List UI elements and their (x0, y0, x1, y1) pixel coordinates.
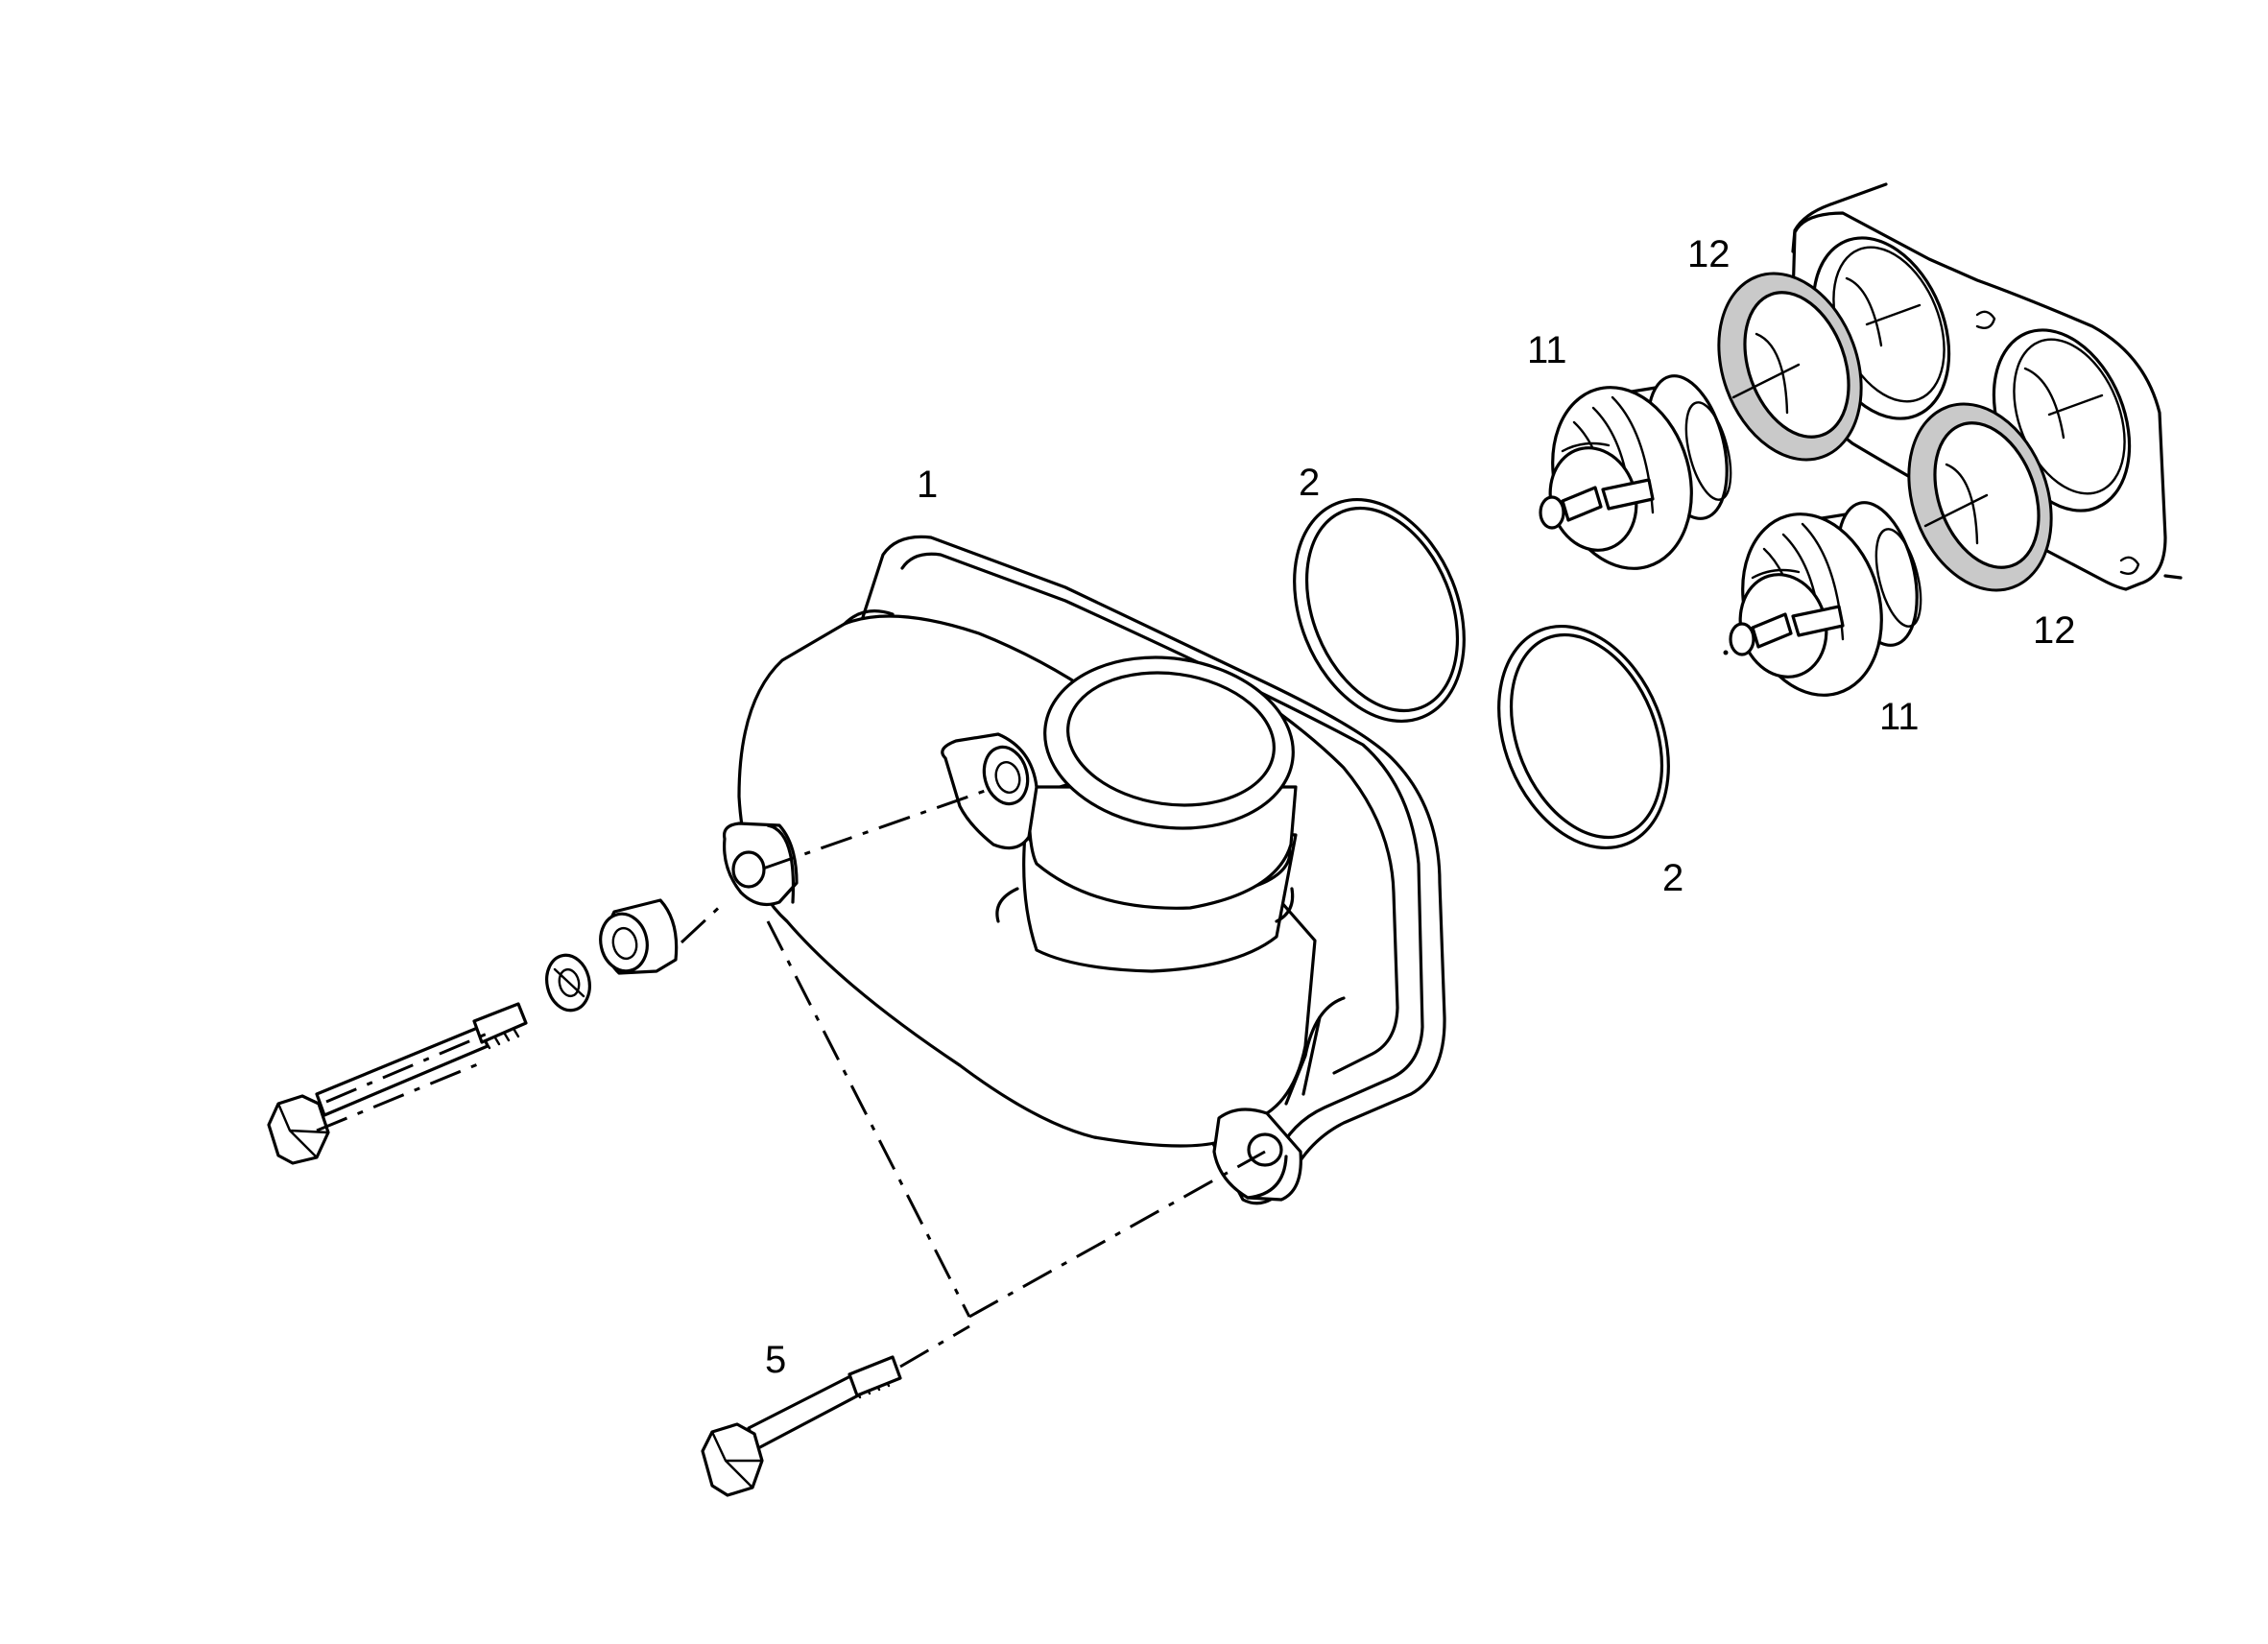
callout-thermostat-lower: 11 (1879, 696, 1920, 738)
thermostat-lower (1723, 493, 1989, 697)
sealing-ring-lower (1497, 624, 1670, 850)
sealing-ring-upper (1293, 497, 1466, 724)
callout-labels: 1 2 2 5 11 11 12 12 (765, 233, 2076, 1381)
long-bolt (267, 1002, 528, 1165)
callout-housing: 1 (917, 464, 938, 506)
thermostat-housing (722, 535, 1446, 1205)
callout-screw: 5 (765, 1339, 786, 1381)
callout-seal-lower: 2 (1662, 857, 1683, 899)
assembly-centerlines (316, 787, 1266, 1369)
thermostat-upper (1539, 363, 1801, 570)
spacer-sleeve (599, 898, 679, 975)
callout-gasket-upper: 12 (1687, 233, 1731, 275)
callout-seal-upper: 2 (1299, 462, 1320, 504)
callout-thermostat-upper: 11 (1527, 329, 1567, 371)
lock-washer (545, 953, 591, 1013)
callout-gasket-lower: 12 (2033, 609, 2076, 652)
screw-5 (701, 1355, 902, 1497)
